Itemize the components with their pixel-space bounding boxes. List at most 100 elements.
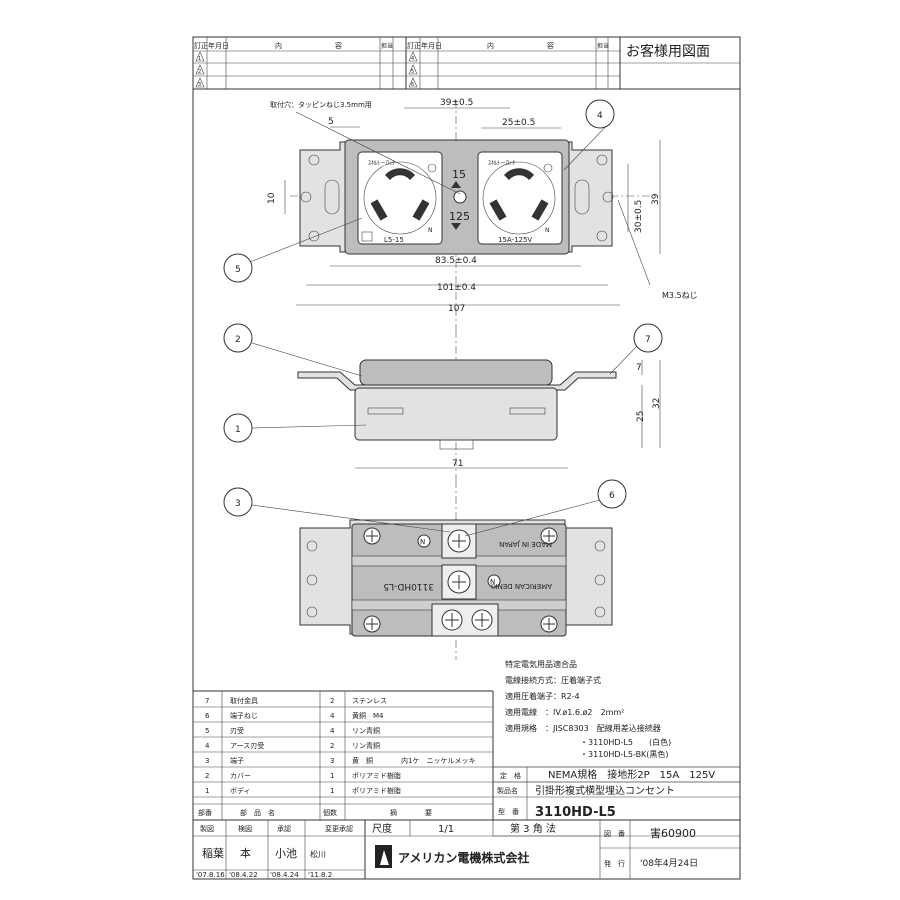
rev-mark-1: 1 — [198, 56, 201, 62]
dimension-lines — [284, 107, 661, 306]
side-dim-71: 71 — [452, 459, 463, 469]
ground-logo-icon — [361, 231, 373, 242]
part-name: アース刃受 — [230, 741, 264, 750]
part-name: カバー — [230, 772, 251, 780]
balloon-3 — [223, 487, 253, 517]
rev-mark-3: 3 — [198, 82, 201, 88]
balloon-2 — [223, 323, 253, 353]
rating-125: 125 — [449, 210, 470, 223]
parts-header-material: 摘 要 — [390, 808, 432, 817]
left-outlet-face — [357, 151, 443, 245]
part-no: 5 — [205, 727, 209, 735]
side-dim-32: 32 — [652, 398, 662, 409]
rev-mark-2: 2 — [198, 69, 201, 75]
part-no: 3 — [205, 757, 209, 765]
rating-label: 定 格 — [500, 771, 521, 780]
sheet-border — [192, 36, 741, 880]
part-qty: 2 — [330, 697, 334, 705]
rev-mark-6: 6 — [411, 82, 414, 88]
approval-header-3: 承認 — [277, 824, 291, 833]
balloon-5 — [223, 253, 253, 283]
left-terminal-n: N — [428, 227, 433, 234]
approval-header-2: 検図 — [238, 824, 252, 833]
center-screw-hole — [453, 190, 467, 204]
balloon-2-label: 2 — [235, 335, 241, 345]
part-material: ステンレス — [352, 697, 387, 705]
note-mounting-hole: 取付穴：タッピンねじ3.5mm用 — [270, 100, 372, 109]
dim-39: 39±0.5 — [440, 98, 473, 108]
part-name: 刃受 — [230, 726, 244, 735]
dim-107: 107 — [448, 304, 465, 314]
dim-83: 83.5±0.4 — [435, 256, 477, 266]
rev-header-content-b-2: 容 — [547, 41, 554, 50]
part-material: リン青銅 — [352, 726, 380, 735]
title-block — [193, 767, 740, 879]
approval-date-1: '07.8.16 — [196, 871, 225, 879]
right-outlet-label: 15A-125V — [498, 236, 532, 244]
balloon-6-label: 6 — [609, 491, 615, 501]
dim-39-vertical: 39 — [651, 193, 661, 205]
spec-line-6: ・3110HD-L5 (白色) — [580, 737, 671, 747]
model-label: 型 番 — [498, 807, 519, 816]
parts-header-name: 部 品 名 — [240, 808, 275, 817]
part-qty: 4 — [330, 712, 335, 720]
revision-table: 訂正 年月日 内 容 担当 訂正 年月日 内 容 担当 1 2 3 4 5 6 … — [193, 37, 740, 90]
rev-mark-5: 5 — [411, 69, 414, 75]
right-lock-text: ｽｷﾙﾄ－ﾛｯｸ — [488, 160, 515, 167]
rev-header-mark-2: 訂正 — [407, 41, 421, 50]
made-in-japan: MADE IN JAPAN — [499, 540, 552, 548]
left-lock-text: ｽｷﾙﾄ－ﾛｯｸ — [368, 160, 395, 167]
rev-header-content-b: 容 — [335, 41, 342, 50]
dim-25: 25±0.5 — [502, 118, 535, 128]
rev-header-person: 担当 — [381, 42, 393, 50]
spec-line-2: 電線接続方式：圧着端子式 — [505, 675, 601, 685]
rev-header-mark: 訂正 — [194, 41, 208, 50]
model-value: 3110HD-L5 — [535, 805, 616, 820]
part-name: ボディ — [230, 786, 251, 795]
approver-2: 本 — [240, 846, 251, 860]
drawing-no-label: 図 番 — [604, 830, 625, 838]
drawing-no: 害60900 — [650, 826, 696, 840]
rev-header-content-a: 内 — [275, 41, 282, 50]
top-view: ｽｷﾙﾄ－ﾛｯｸ L5-15 N ｽｷﾙﾄ－ﾛｯｸ 15A-125V N 15 … — [223, 98, 698, 330]
balloon-5-label: 5 — [235, 265, 241, 275]
bottom-brand: AMERICAN DENKI — [491, 582, 552, 590]
dim-30: 30±0.5 — [634, 200, 644, 233]
part-no: 6 — [205, 712, 210, 720]
approval-date-4: '11.8.2 — [308, 871, 332, 879]
part-qty: 2 — [330, 742, 334, 750]
rating-value: NEMA規格 接地形2P 15A 125V — [548, 768, 715, 781]
part-no: 2 — [205, 772, 209, 780]
approver-3: 小池 — [275, 847, 297, 860]
right-outlet-face — [477, 151, 563, 245]
product-label: 製品名 — [497, 786, 518, 795]
rev-header-date-2: 年月日 — [421, 41, 442, 50]
rev-header-person-2: 担当 — [597, 42, 609, 50]
side-view: 7 25 32 71 2 7 1 — [223, 323, 663, 480]
part-material: 黄銅 M4 — [352, 711, 384, 720]
customer-drawing-title: お客様用図面 — [626, 43, 710, 60]
rev-header-content-a-2: 内 — [487, 41, 494, 50]
spec-line-7: ・3110HD-L5-BK(黒色) — [580, 749, 669, 759]
rating-15: 15 — [452, 168, 466, 181]
product-value: 引掛形複式横型埋込コンセント — [535, 784, 675, 797]
issue-date: '08年4月24日 — [640, 857, 698, 869]
part-qty: 1 — [330, 787, 334, 795]
spec-line-4: 適用電線 ：IV.ø1.6.ø2 2mm² — [505, 707, 624, 717]
part-no: 7 — [205, 697, 209, 705]
scale-label: 尺度 — [372, 822, 392, 835]
dim-10: 10 — [267, 192, 277, 204]
part-name: 端子 — [230, 756, 244, 765]
balloon-6 — [597, 479, 627, 509]
spec-line-5: 適用規格 ：JISC8303 配線用差込接続器 — [505, 723, 661, 733]
balloon-1 — [223, 413, 253, 443]
company-name: アメリカン電機株式会社 — [398, 850, 529, 865]
part-material: リン青銅 — [352, 741, 380, 750]
balloon-4-label: 4 — [597, 111, 603, 121]
scale-value: 1/1 — [438, 824, 454, 835]
dim-101: 101±0.4 — [437, 283, 476, 293]
spec-notes: 特定電気用品適合品 電線接続方式：圧着端子式 適用圧着端子：R2-4 適用電線 … — [505, 659, 671, 759]
parts-header-no: 部番 — [198, 808, 212, 817]
